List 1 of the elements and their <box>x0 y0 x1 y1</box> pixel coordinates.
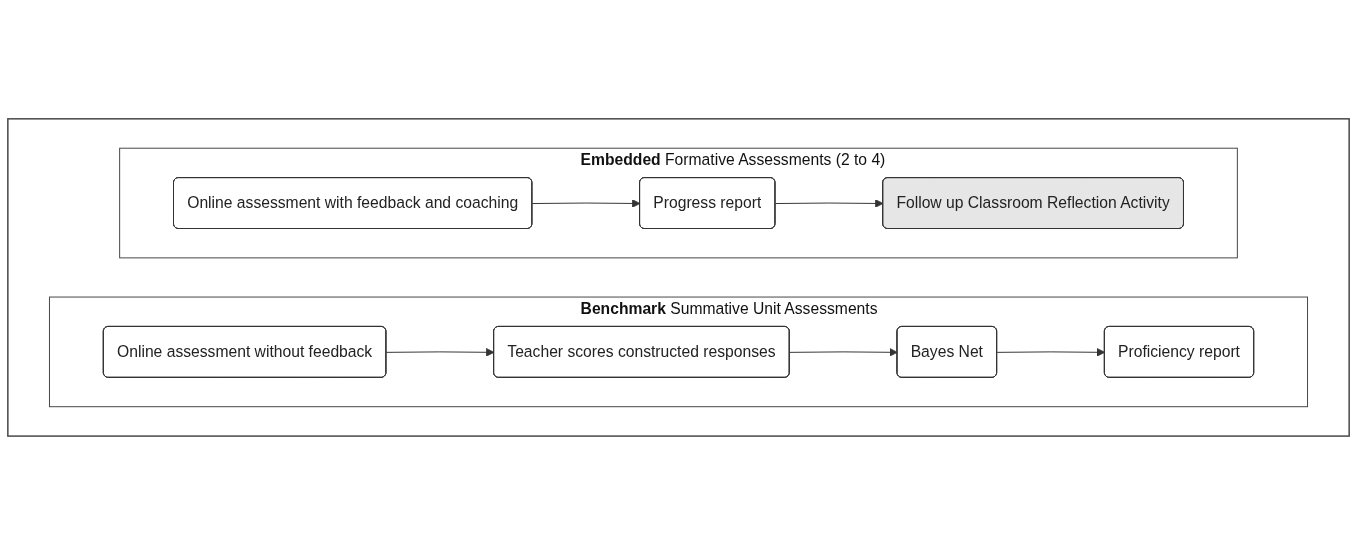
cluster <box>7 117 1350 437</box>
